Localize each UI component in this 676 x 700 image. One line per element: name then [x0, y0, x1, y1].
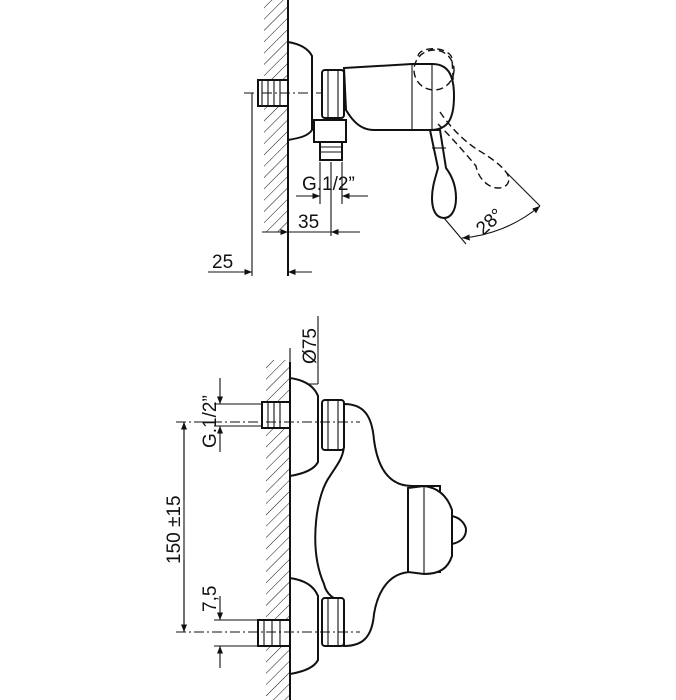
outlet-thread: [319, 141, 343, 161]
wall-hatch-top: [264, 0, 288, 232]
front-view: Ø75 G.1/2: [164, 316, 468, 700]
dim-25-label: 25: [212, 252, 233, 273]
lower-nipple: [257, 619, 291, 647]
dim-small-label: 7,5: [200, 586, 221, 612]
lever-handle-rotated: [437, 111, 510, 189]
dim-35-label: 35: [298, 212, 319, 233]
upper-nipple: [261, 401, 291, 429]
knob-tip: [451, 514, 468, 546]
side-view: 28° G.1/2” 35 25: [208, 0, 541, 276]
wall-flange: [287, 40, 313, 142]
angle-label: 28°: [472, 205, 507, 240]
union-nut: [321, 69, 345, 119]
angle-arc: [461, 205, 541, 241]
upper-nut: [321, 399, 345, 451]
lower-nut: [321, 597, 345, 647]
lever-handle: [428, 129, 458, 220]
thread-label-front: G.1/2”: [200, 395, 221, 448]
mixer-body-side: [342, 63, 456, 131]
control-knob: [407, 484, 453, 576]
diameter-label: Ø75: [300, 328, 321, 364]
dim-spacing-label: 150 ±15: [164, 495, 185, 564]
thread-label-top: G.1/2”: [302, 174, 355, 195]
upper-flange: [289, 376, 319, 478]
lever-pivot-dashed: [413, 49, 455, 91]
lower-flange: [289, 576, 319, 676]
mixer-body-front: [314, 402, 441, 648]
outlet-spout: [313, 119, 347, 143]
